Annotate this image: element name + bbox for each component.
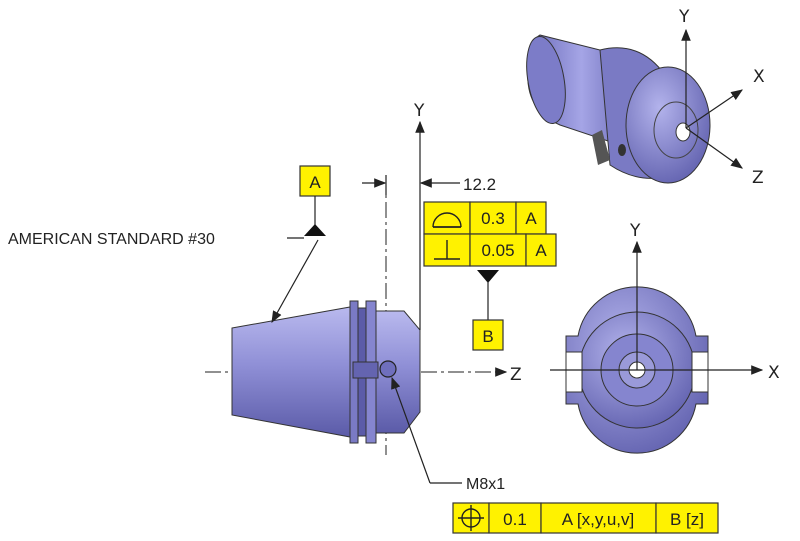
iso-slot (592, 130, 610, 165)
isometric-view: Y X Z (526, 7, 765, 188)
iso-side-hole (618, 144, 626, 156)
iso-small-end (526, 36, 566, 124)
end-view-slot-left (565, 351, 583, 393)
profile-fcf: 0.3 A (423, 201, 547, 235)
profile-tolerance: 0.3 (481, 209, 505, 228)
end-view-slot-right (691, 351, 709, 393)
position-tolerance: 0.1 (503, 510, 527, 529)
thread-leader-2 (391, 376, 431, 484)
perp-datum: A (535, 241, 547, 260)
side-view: Z Y 12.2 A AMERICAN STANDARD #30 0.3 A (8, 101, 719, 534)
end-view: Y X (550, 221, 780, 454)
taper-body (231, 306, 351, 438)
iso-center-hole (675, 122, 691, 142)
thread-label: M8x1 (466, 476, 505, 493)
perpendicularity-icon (434, 240, 460, 260)
dimension-value: 12.2 (463, 175, 496, 194)
iso-y-label: Y (678, 7, 690, 27)
iso-z-label: Z (752, 168, 764, 188)
datum-b-letter: B (482, 327, 493, 346)
end-y-label: Y (629, 221, 641, 241)
end-x-label: X (768, 363, 780, 383)
side-z-label: Z (510, 365, 522, 385)
position-icon (458, 505, 484, 531)
iso-x-label: X (753, 67, 765, 87)
perp-tolerance: 0.05 (481, 241, 514, 260)
perp-fcf: 0.05 A (423, 233, 557, 267)
datum-a-triangle (304, 224, 326, 236)
datum-b-box (472, 319, 504, 351)
iso-bore-ring (653, 101, 699, 159)
standard-leader-2 (271, 239, 319, 324)
position-datum-2: B [z] (670, 510, 704, 529)
datum-a-letter: A (309, 173, 321, 192)
nose-body (375, 310, 421, 434)
side-hole (379, 360, 397, 378)
datum-b-triangle (477, 270, 499, 283)
standard-label: AMERICAN STANDARD #30 (8, 231, 215, 248)
side-y-label: Y (413, 101, 425, 121)
iso-x-axis (685, 89, 743, 129)
datum-a-box (299, 165, 331, 197)
iso-end-face (625, 66, 711, 184)
drive-slot (352, 361, 379, 379)
iso-z-axis (685, 127, 743, 169)
position-fcf: 0.1 A [x,y,u,v] B [z] (452, 502, 719, 534)
profile-datum: A (525, 209, 537, 228)
position-datum-1: A [x,y,u,v] (562, 510, 634, 529)
